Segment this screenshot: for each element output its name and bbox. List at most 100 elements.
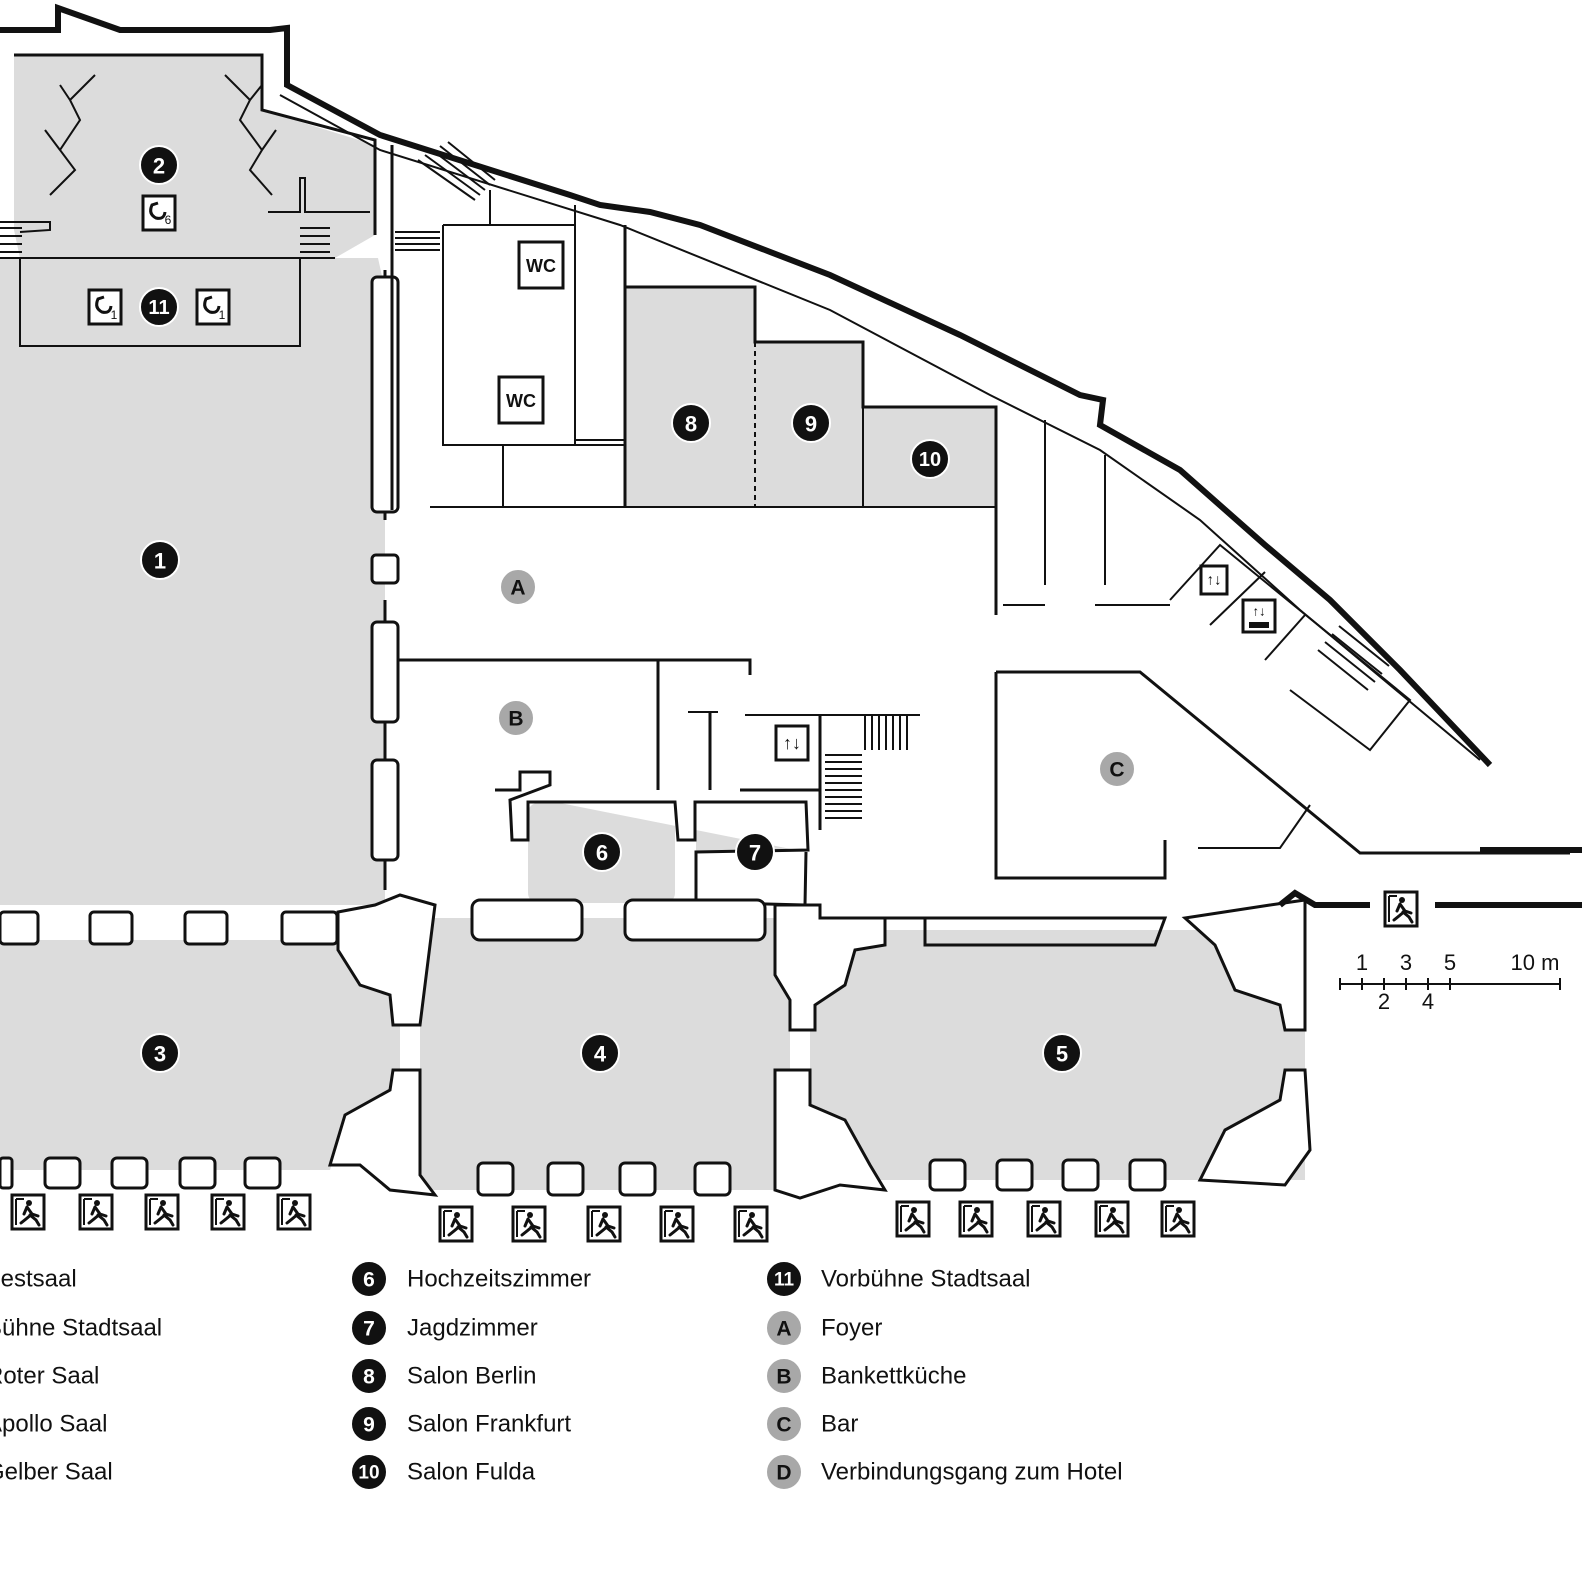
hook-sub-stage: 6 [165, 213, 172, 227]
lift-icon-bankett: ↑↓ [774, 724, 810, 762]
svg-text:10: 10 [919, 449, 941, 471]
legend-label-8: Salon Berlin [407, 1363, 536, 1390]
exit-sign-icon [895, 1200, 931, 1238]
exit-sign-icon [1160, 1200, 1196, 1238]
marker-room-8[interactable]: 8 [671, 403, 711, 443]
room-1-area[interactable] [0, 258, 385, 905]
hook-icon-vorbuehne-right: 1 [195, 288, 231, 326]
legend-label-10: Salon Fulda [407, 1459, 536, 1486]
marker-room-2[interactable]: 2 [139, 145, 179, 185]
hook-icon-vorbuehne-left: 1 [87, 288, 123, 326]
svg-text:10: 10 [358, 1463, 379, 1484]
svg-text:1: 1 [154, 549, 166, 574]
svg-text:7: 7 [363, 1318, 375, 1341]
svg-text:C: C [1109, 759, 1124, 782]
marker-room-1[interactable]: 1 [140, 540, 180, 580]
legend-label-5: Gelber Saal [0, 1459, 113, 1486]
lift-icon-upper-right: ↑↓ [1199, 564, 1229, 596]
legend-label-11: Vorbühne Stadtsaal [821, 1266, 1031, 1293]
marker-room-C[interactable]: C [1098, 750, 1136, 788]
svg-text:8: 8 [685, 412, 697, 437]
room-3-area[interactable] [0, 940, 400, 1170]
legend-label-7: Jagdzimmer [407, 1315, 538, 1342]
hook-sub-right: 1 [219, 308, 226, 322]
exit-sign-icon [1026, 1200, 1062, 1238]
exit-sign-icon [276, 1193, 312, 1231]
bottom-colonnade [0, 1068, 1312, 1200]
marker-room-3[interactable]: 3 [140, 1033, 180, 1073]
lift-label-upper-right: ↑↓ [1207, 572, 1222, 589]
scale-label-3: 3 [1400, 950, 1412, 975]
exit-sign-icon [1383, 890, 1419, 928]
exit-sign-icon [144, 1193, 180, 1231]
svg-text:7: 7 [749, 841, 761, 866]
scale-label-4: 4 [1422, 989, 1434, 1014]
exit-sign-icon [659, 1205, 695, 1243]
scale-label-10m: 10 m [1511, 950, 1560, 975]
wc-label-upper: WC [526, 256, 556, 276]
freight-lift-label: ↑↓ [1253, 604, 1266, 619]
legend-marker-7: 7 [350, 1309, 388, 1347]
legend-label-3: Roter Saal [0, 1363, 99, 1390]
legend: Festsaal Bühne Stadtsaal Roter Saal Apol… [0, 1260, 1123, 1491]
legend-marker-8: 8 [350, 1357, 388, 1395]
marker-room-10[interactable]: 10 [910, 439, 950, 479]
legend-marker-10: 10 [350, 1453, 388, 1491]
legend-label-9: Salon Frankfurt [407, 1411, 571, 1438]
lift-label-bankett: ↑↓ [783, 733, 801, 753]
svg-text:A: A [776, 1318, 791, 1341]
hook-icon-stage: 6 [141, 194, 177, 232]
legend-label-6: Hochzeitszimmer [407, 1266, 591, 1293]
legend-label-1: Festsaal [0, 1266, 77, 1293]
legend-marker-B: B [765, 1357, 803, 1395]
marker-room-B[interactable]: B [497, 699, 535, 737]
svg-text:D: D [776, 1462, 791, 1485]
marker-room-4[interactable]: 4 [580, 1033, 620, 1073]
legend-label-4: Apollo Saal [0, 1411, 107, 1438]
scale-label-5: 5 [1444, 950, 1456, 975]
legend-label-C: Bar [821, 1411, 858, 1438]
svg-text:C: C [776, 1414, 791, 1437]
walls [0, 3, 1582, 1200]
exit-sign-icon [210, 1193, 246, 1231]
svg-text:B: B [776, 1366, 791, 1389]
marker-room-A[interactable]: A [499, 568, 537, 606]
svg-text:B: B [508, 708, 523, 731]
scale-label-2: 2 [1378, 989, 1390, 1014]
marker-room-6[interactable]: 6 [582, 832, 622, 872]
svg-text:6: 6 [596, 841, 608, 866]
room-2-area[interactable] [14, 55, 375, 258]
svg-text:5: 5 [1056, 1042, 1068, 1067]
marker-room-9[interactable]: 9 [791, 403, 831, 443]
svg-text:4: 4 [594, 1042, 607, 1067]
legend-label-2: Bühne Stadtsaal [0, 1315, 162, 1342]
legend-marker-11: 11 [765, 1260, 803, 1298]
exit-sign-icon [733, 1205, 769, 1243]
legend-label-D: Verbindungsgang zum Hotel [821, 1459, 1123, 1486]
wc-label-lower: WC [506, 391, 536, 411]
exit-sign-icon [438, 1205, 474, 1243]
legend-marker-6: 6 [350, 1260, 388, 1298]
legend-marker-C: C [765, 1405, 803, 1443]
svg-text:8: 8 [363, 1366, 375, 1389]
marker-room-11[interactable]: 11 [139, 287, 179, 327]
svg-text:6: 6 [363, 1269, 375, 1292]
marker-room-7[interactable]: 7 [735, 832, 775, 872]
svg-text:11: 11 [774, 1270, 795, 1291]
svg-text:11: 11 [148, 297, 169, 319]
exit-sign-icon [78, 1193, 114, 1231]
emergency-exits [10, 890, 1419, 1243]
marker-room-5[interactable]: 5 [1042, 1033, 1082, 1073]
legend-marker-D: D [765, 1453, 803, 1491]
exit-sign-icon [1094, 1200, 1130, 1238]
room-8-area[interactable] [625, 287, 755, 507]
exit-sign-icon [958, 1200, 994, 1238]
scale-label-1: 1 [1356, 950, 1368, 975]
hook-sub-left: 1 [111, 308, 118, 322]
legend-label-B: Bankettküche [821, 1363, 966, 1390]
svg-text:A: A [510, 577, 525, 600]
svg-text:9: 9 [363, 1414, 375, 1437]
room-fills [0, 55, 1305, 1190]
exit-sign-icon [10, 1193, 46, 1231]
